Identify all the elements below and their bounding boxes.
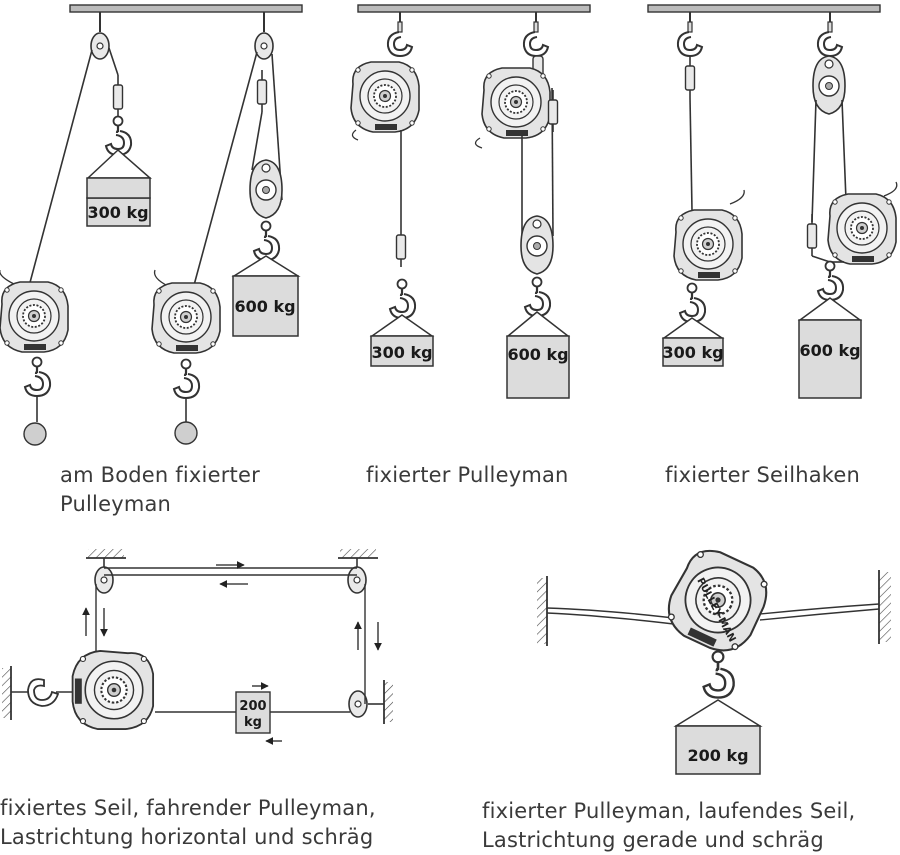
panel-ground-fixed: 300 kg 600 kg xyxy=(0,4,303,446)
weight-600kg-2 xyxy=(506,335,570,399)
panel-fixed-rope-moving-pulleyman: 200 kg xyxy=(2,549,393,745)
pulleyman-device-4 xyxy=(481,67,551,139)
load-hook-1 xyxy=(104,115,133,157)
panel-fixed-pulleyman: 300 kg 600 kg xyxy=(350,4,591,399)
top-pulley-2 xyxy=(254,32,274,60)
anchor-ball-2 xyxy=(174,421,198,445)
pulleyman-device-3 xyxy=(350,61,420,133)
top-pulley-1 xyxy=(90,32,110,60)
pulley-block-4 xyxy=(520,215,554,275)
load-hook-8 xyxy=(702,650,736,699)
weight-label-600kg-1: 600 kg xyxy=(234,297,295,316)
caption-ground-fixed-line2: Pulleyman xyxy=(60,492,172,516)
weight-label-200kg-2: 200 kg xyxy=(687,746,748,765)
ceiling-hook-4 xyxy=(522,21,549,57)
load-hook-4 xyxy=(523,276,552,318)
bottom-hook-1 xyxy=(23,356,52,398)
corner-pulley-top-right xyxy=(347,566,367,594)
caption-moving-pulleyman-line2: Lastrichtung horizontal und schräg xyxy=(0,825,374,849)
panel-running-rope: PULLEY-MAN 200 kg xyxy=(537,540,891,775)
ceiling-hook-5 xyxy=(676,21,703,57)
caption-running-rope-line1: fixierter Pulleyman, laufendes Seil, xyxy=(482,799,856,823)
weight-label-600kg-2: 600 kg xyxy=(507,345,568,364)
load-hook-6 xyxy=(816,260,845,302)
ceiling-hook-6 xyxy=(816,21,843,57)
ceiling-beam xyxy=(69,4,303,13)
ceiling-beam xyxy=(357,4,591,13)
caption-fixed-rope-hook: fixierter Seilhaken xyxy=(665,463,861,487)
bottom-hook-2 xyxy=(172,358,201,400)
weight-600kg-3 xyxy=(798,319,862,399)
weight-label-300kg-2: 300 kg xyxy=(371,343,432,362)
adjuster-1 xyxy=(112,74,124,118)
weight-300kg-3 xyxy=(662,337,724,367)
corner-pulley-top-left xyxy=(94,566,114,594)
adjuster-3 xyxy=(395,224,407,268)
pulleyman-device-1 xyxy=(0,281,69,353)
load-hook-3 xyxy=(388,278,417,320)
anchor-ball-1 xyxy=(23,422,47,446)
weight-label-200-1: 200 xyxy=(239,699,266,714)
pulley-block-6 xyxy=(812,55,846,115)
weight-300kg-1 xyxy=(86,197,151,227)
caption-running-rope-line2: Lastrichtung gerade und schräg xyxy=(482,828,824,852)
weight-label-kg-1: kg xyxy=(244,715,262,730)
ceiling-hook-3 xyxy=(386,21,413,57)
pulleyman-device-5 xyxy=(673,209,743,281)
ceiling-beam xyxy=(647,4,881,13)
caption-moving-pulleyman-line1: fixiertes Seil, fahrender Pulleyman, xyxy=(0,796,376,820)
weight-label-600kg-3: 600 kg xyxy=(799,341,860,360)
weight-600kg-1 xyxy=(232,275,299,337)
pulleyman-device-6 xyxy=(827,193,897,265)
pulleyman-device-7 xyxy=(71,649,155,731)
adjuster-5 xyxy=(684,55,696,99)
panel-fixed-rope-hook: 300 kg 600 kg xyxy=(647,4,898,399)
adjuster-6 xyxy=(806,213,818,257)
pulley-block-2 xyxy=(249,159,283,219)
caption-ground-fixed-line1: am Boden fixierter xyxy=(60,463,260,487)
weight-label-300kg-3: 300 kg xyxy=(662,343,723,362)
adjuster-2 xyxy=(256,69,268,113)
weight-200kg-1 xyxy=(235,691,271,734)
weight-label-300kg-1: 300 kg xyxy=(87,203,148,222)
load-hook-2 xyxy=(252,220,281,262)
weight-300kg-2 xyxy=(370,335,434,367)
caption-fixed-pulleyman: fixierter Pulleyman xyxy=(366,463,569,487)
pulleyman-device-2 xyxy=(151,282,221,354)
load-hook-5 xyxy=(678,282,707,324)
weight-200kg-2 xyxy=(675,725,761,775)
